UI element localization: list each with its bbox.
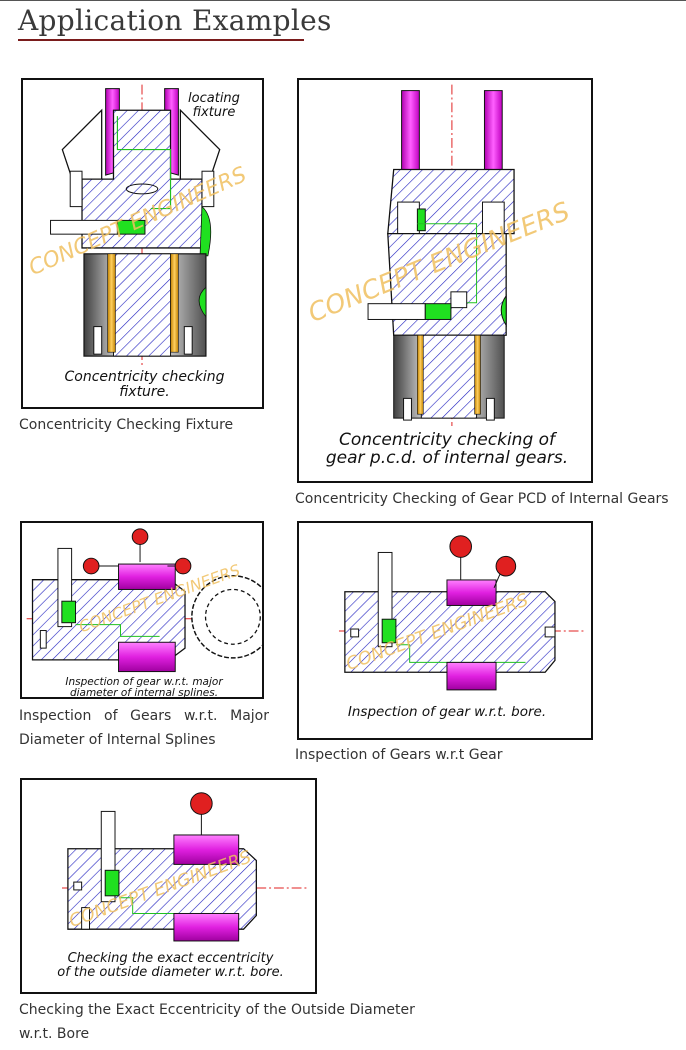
caption-line-1: Inspection of Gears w.r.t. Major [19, 708, 269, 724]
caption-eccentricity: Checking the Exact Eccentricity of the O… [19, 998, 419, 1046]
locating-fixture-annotation: locating fixture [174, 92, 254, 119]
figure-gear-bore: CONCEPT ENGINEERS Inspection of gear w.r… [297, 521, 593, 740]
top-divider [0, 0, 686, 1]
annotation-line-2: fixture [192, 104, 236, 120]
eccentricity-drawing: CONCEPT ENGINEERS [62, 792, 308, 942]
label-line-2: fixture. [119, 383, 170, 400]
figure-5-label: Checking the exact eccentricity of the o… [22, 951, 315, 980]
figure-3-label: Inspection of gear w.r.t. major diameter… [22, 676, 262, 699]
title-underline [18, 39, 304, 41]
fixture-drawing: CONCEPT ENGINEERS [25, 84, 251, 366]
figure-1-label: Concentricity checking fixture. [23, 369, 262, 400]
label-line-2: of the outside diameter w.r.t. bore. [57, 964, 284, 980]
label-line-1: Inspection of gear w.r.t. major [65, 676, 223, 688]
figure-concentricity-fixture: CONCEPT ENGINEERS locating fixture Conce… [21, 78, 264, 409]
splines-drawing: CONCEPT ENGINEERS [26, 528, 262, 673]
label-line-1: Concentricity checking of [338, 430, 556, 450]
label-line-1: Checking the exact eccentricity [67, 951, 274, 966]
caption-line-2: w.r.t. Bore [19, 1026, 90, 1042]
label-line-1: Inspection of gear w.r.t. bore. [347, 704, 547, 720]
caption-line-1: Checking the Exact Eccentricity of the O… [19, 1002, 415, 1018]
label-line-2: diameter of internal splines. [69, 687, 219, 699]
caption-line-2: Diameter of Internal Splines [19, 732, 216, 748]
gear-pcd-drawing: CONCEPT ENGINEERS [304, 84, 574, 427]
page-title: Application Examples [18, 4, 332, 37]
gear-bore-drawing: CONCEPT ENGINEERS [338, 535, 585, 691]
caption-internal-splines: Inspection of Gears w.r.t. Major Diamete… [19, 704, 269, 752]
caption-gear-pcd: Concentricity Checking of Gear PCD of In… [295, 491, 669, 507]
figure-internal-splines: CONCEPT ENGINEERS Inspection of gear w.r… [20, 521, 264, 699]
caption-concentricity-fixture: Concentricity Checking Fixture [19, 417, 234, 433]
label-line-2: gear p.c.d. of internal gears. [325, 447, 569, 468]
figure-2-label: Concentricity checking of gear p.c.d. of… [299, 430, 591, 468]
figure-gear-pcd: CONCEPT ENGINEERS Concentricity checking… [297, 78, 593, 483]
annotation-line-1: locating [188, 91, 240, 106]
figure-eccentricity: CONCEPT ENGINEERS Checking the exact ecc… [20, 778, 317, 994]
label-line-1: Concentricity checking [64, 369, 225, 385]
figure-4-label: Inspection of gear w.r.t. bore. [299, 704, 591, 720]
caption-gear-bore: Inspection of Gears w.r.t Gear [295, 747, 503, 763]
